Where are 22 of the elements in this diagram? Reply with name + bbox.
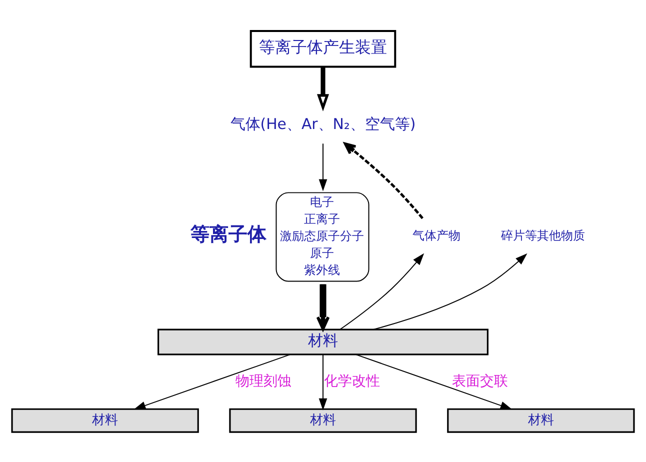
node-text: 气体(He、Ar、N₂、空气等) xyxy=(230,114,416,132)
edge-label: 物理刻蚀 xyxy=(235,372,292,389)
arrow xyxy=(134,353,291,410)
node-box: 材料 xyxy=(158,328,488,355)
node-box: 等离子体产生装置 xyxy=(250,29,396,68)
node-box: 材料 xyxy=(11,408,199,432)
arrow xyxy=(316,284,330,330)
node-label: 等离子体 xyxy=(190,223,267,246)
arrow xyxy=(344,142,424,219)
arrow xyxy=(340,252,424,330)
edge-label: 化学改性 xyxy=(324,372,380,389)
arrow xyxy=(317,66,329,111)
arrow xyxy=(372,252,528,330)
arrow xyxy=(355,353,512,410)
node-box: 材料 xyxy=(447,408,635,432)
node-text: 碎片等其他物质 xyxy=(500,228,585,242)
node-box: 电子 正离子 激励态原子分子 原子 紫外线 xyxy=(276,192,370,282)
arrow xyxy=(318,354,328,410)
node-box: 材料 xyxy=(229,408,417,432)
node-text: 气体产物 xyxy=(412,228,460,242)
arrow xyxy=(318,142,328,191)
edge-label: 表面交联 xyxy=(452,372,508,389)
